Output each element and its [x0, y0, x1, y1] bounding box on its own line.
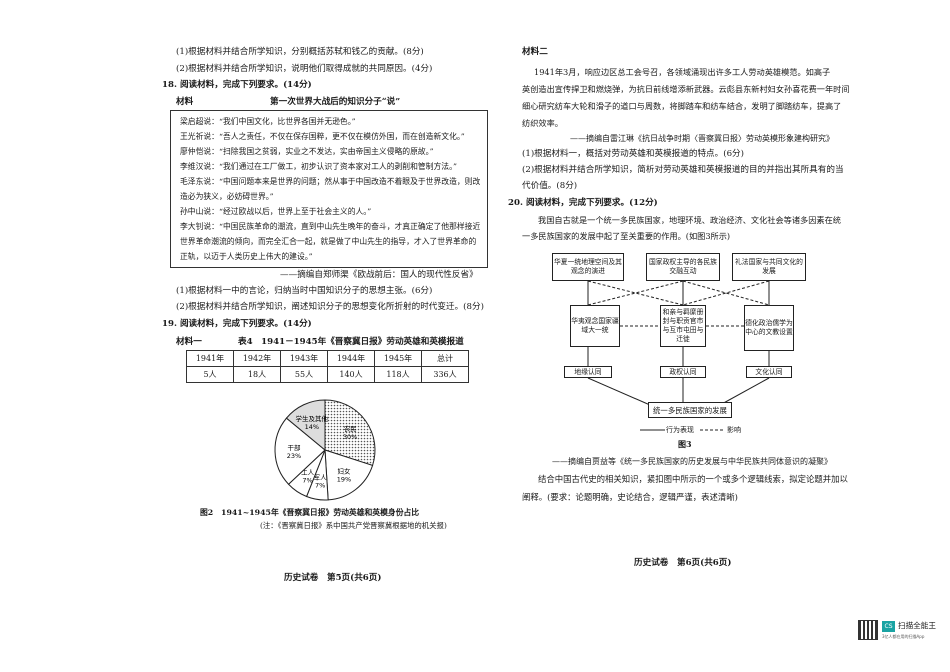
table-cell: 118人 — [374, 366, 422, 383]
pie-slice — [274, 417, 326, 485]
table-cell: 18人 — [233, 366, 281, 383]
m2-line: 英创造出宣传捍卫和燃烧弹，为抗日前线增添新武器。云彪县东新村妇女孙喜花费一年时间 — [522, 84, 850, 94]
pie-note: (注：《晋察冀日报》系中国共产党晋察冀根据地的机关报) — [260, 521, 447, 530]
page-footer-6: 历史试卷 第6页(共6页) — [634, 558, 732, 568]
diagram-mid-box: 德化政治儒学为中心的文教设置 — [744, 305, 794, 351]
quote-line: 正轨，以迈于人类历史上伟大的建设。” — [180, 252, 313, 261]
source-20: ——摘编自贾益等《统一多民族国家的历史发展与中华民族共同体意识的凝聚》 — [552, 457, 832, 466]
q18-title: 18. 阅读材料，完成下列要求。(14分) — [162, 80, 312, 90]
material-label: 材料 — [176, 97, 194, 107]
q20-title: 20. 阅读材料，完成下列要求。(12分) — [508, 198, 658, 208]
q19-part2-cont: 代价值。(8分) — [522, 181, 578, 191]
diagram-identity-box: 政权认同 — [660, 366, 706, 378]
pie-slice-label: 学生及其他 — [296, 414, 329, 423]
pie-slice — [324, 399, 376, 467]
logo-sub: 3亿人都在用的扫描App — [882, 634, 925, 639]
diagram-identity-box: 地缘认同 — [564, 366, 612, 378]
material2-label: 材料二 — [522, 47, 548, 57]
diagram-caption: 图3 — [678, 439, 692, 449]
diagram-final-box: 统一多民族国家的发展 — [648, 402, 732, 418]
pie-slice-percent: 23% — [287, 452, 301, 460]
q19-part1: (1)根据材料一，概括对劳动英雄和英模报道的特点。(6分) — [522, 149, 745, 159]
q17-part1: (1)根据材料并结合所学知识，分别概括苏轼和钱乙的贡献。(8分) — [176, 47, 424, 57]
q19-title: 19. 阅读材料，完成下列要求。(14分) — [162, 319, 312, 329]
table-cell: 336人 — [421, 366, 469, 383]
pie-slice-label: 农民 — [344, 424, 357, 433]
page-footer-5: 历史试卷 第5页(共6页) — [284, 573, 382, 583]
left-page: (1)根据材料并结合所学知识，分别概括苏轼和钱乙的贡献。(8分) (2)根据材料… — [162, 47, 488, 583]
camscanner-logo: CS 扫描全能王 3亿人都在用的扫描App — [858, 620, 938, 642]
pie-slice-percent: 30% — [343, 433, 357, 441]
m2-line: 1941年3月，响应边区总工会号召，各领域涌现出许多工人劳动英雄模范。如高子 — [534, 67, 831, 77]
diagram-mid-box: 华夷观念国家疆域大一统 — [570, 305, 620, 347]
q18-part1: (1)根据材料一中的言论，归纳当时中国知识分子的思想主张。(6分) — [176, 286, 433, 296]
pie-slice — [324, 449, 374, 501]
table-cell: 5人 — [186, 366, 234, 383]
quote-line: 造必为狭义，必妨碍世界。” — [180, 192, 274, 201]
diagram-top-box: 华夏一统地理空间及其观念的演进 — [552, 253, 624, 281]
legend-solid: 行为表现 — [666, 426, 694, 434]
table-cell: 55人 — [280, 366, 328, 383]
quote-line: 梁启超说：“我们中国文化，比世界各国并无逊色。” — [180, 117, 356, 126]
quote-line: 王光祈说：“吾人之责任，不仅在保存国粹，更不仅在模仿外国，而在创造新文化。” — [180, 132, 465, 141]
right-page: 材料二 1941年3月，响应边区总工会号召，各领域涌现出许多工人劳动英雄模范。如… — [500, 0, 950, 672]
quote-line: 毛泽东说：“中国问题本来是世界的问题；然从事于中国改造不着眼及于世界改造，则改 — [180, 177, 481, 186]
pie-slice-label: 干部 — [288, 443, 302, 452]
logo-name: 扫描全能王 — [898, 621, 936, 630]
table-header-cell: 1945年 — [374, 350, 422, 367]
source-19: ——摘编自雷江琳《抗日战争时期〈晋察冀日报〉劳动英模形象建构研究》 — [570, 134, 834, 143]
legend-dash: 影响 — [727, 426, 741, 434]
table-header-cell: 1944年 — [327, 350, 375, 367]
pie-slice-percent: 14% — [305, 423, 319, 431]
q17-part2: (2)根据材料并结合所学知识，说明他们取得成就的共同原因。(4分) — [176, 64, 433, 74]
q20-line: 我国自古就是一个统一多民族国家，地理环境、政治经济、文化社会等诸多因素在统 — [538, 215, 841, 225]
pie-slice-percent: 7% — [302, 477, 312, 485]
quote-line: 廖仲恺说：“扫除我国之贫弱，实业之不发达，实由帝国主义侵略的原故。” — [180, 147, 434, 156]
table-header-cell: 1943年 — [280, 350, 328, 367]
quote-box — [170, 110, 488, 268]
pie-caption: 图2 1941~1945年《晋察冀日报》劳动英雄和英模身份占比 — [200, 508, 420, 517]
pie-slice-percent: 19% — [337, 475, 351, 483]
table-header-row: 1941年 1942年 1943年 1944年 1945年 总计 — [186, 350, 469, 367]
source-18: ——摘编自郑师渠《欧战前后：国人的现代性反省》 — [280, 270, 478, 280]
diagram-connectors — [587, 280, 770, 431]
q20-requirement: 结合中国古代史的相关知识，紧扣图中所示的一个或多个逻辑线索，拟定论题并加以 — [538, 474, 848, 484]
table-header-cell: 1942年 — [233, 350, 281, 367]
hero-table: 1941年 1942年 1943年 1944年 1945年 总计 5人 18人 … — [186, 350, 469, 383]
table-cell: 140人 — [327, 366, 375, 383]
q18-part2: (2)根据材料并结合所学知识，阐述知识分子的思想变化所折射的时代变迁。(8分) — [176, 302, 484, 312]
diagram-identity-box: 文化认同 — [746, 366, 792, 378]
pie-slice-label: 军人 — [314, 474, 328, 482]
m2-line: 细心研究纺车大轮和滑子的道口与周数，将脚踏车和纺车结合，发明了脚踏纺车，提高了 — [522, 101, 842, 111]
q20-line: 一多民族国家的发展中起了至关重要的作用。(如图3所示) — [522, 231, 731, 241]
material1-label: 材料一 — [176, 337, 202, 347]
table-header-cell: 1941年 — [186, 350, 234, 367]
q20-requirement: 阐释。(要求：论题明确，史论结合，逻辑严谨，表述清晰) — [522, 492, 738, 502]
table-caption: 表4 1941－1945年《晋察冀日报》劳动英雄和英模报道 — [238, 337, 464, 347]
material-title: 第一次世界大战后的知识分子“说” — [270, 97, 401, 107]
quote-line: 孙中山说：“经过欧战以后，世界上至于社会主义的人。” — [180, 207, 372, 216]
pie-slice-percent: 7% — [315, 482, 325, 490]
table-row: 5人 18人 55人 140人 118人 336人 — [186, 366, 469, 383]
m2-line: 纺织效率。 — [522, 118, 563, 128]
table-header-cell: 总计 — [421, 350, 469, 367]
pie-slice — [285, 399, 326, 452]
diagram-mid-box: 和亲与羁縻册封与职贡官市与互市屯田与迁徙 — [660, 305, 706, 347]
diagram-top-box: 礼法国家与共同文化的发展 — [732, 253, 806, 281]
pie-slice-label: 妇女 — [338, 466, 352, 475]
quote-line: 世界革命潮流的倾向，而完全汇合一起，就是做了中山先生的指导，才入了世界革命的 — [180, 237, 477, 246]
q19-part2: (2)根据材料并结合所学知识，简析对劳动英雄和英模报道的目的并指出其所具有的当 — [522, 165, 844, 175]
cs-badge: CS — [882, 621, 895, 632]
quote-line: 李维汉说：“我们通过在工厂做工，初步认识了资本家对工人的剥削和管制方法。” — [180, 162, 457, 171]
quote-line: 李大钊说：“中国民族革命的潮流，直到中山先生晚年的奋斗，才真正确定了他那样接近 — [180, 222, 481, 231]
diagram-top-box: 国家政权主导的各民族交融互动 — [646, 253, 720, 281]
qr-icon — [858, 620, 878, 640]
pie-slice-label: 工人 — [301, 469, 315, 477]
